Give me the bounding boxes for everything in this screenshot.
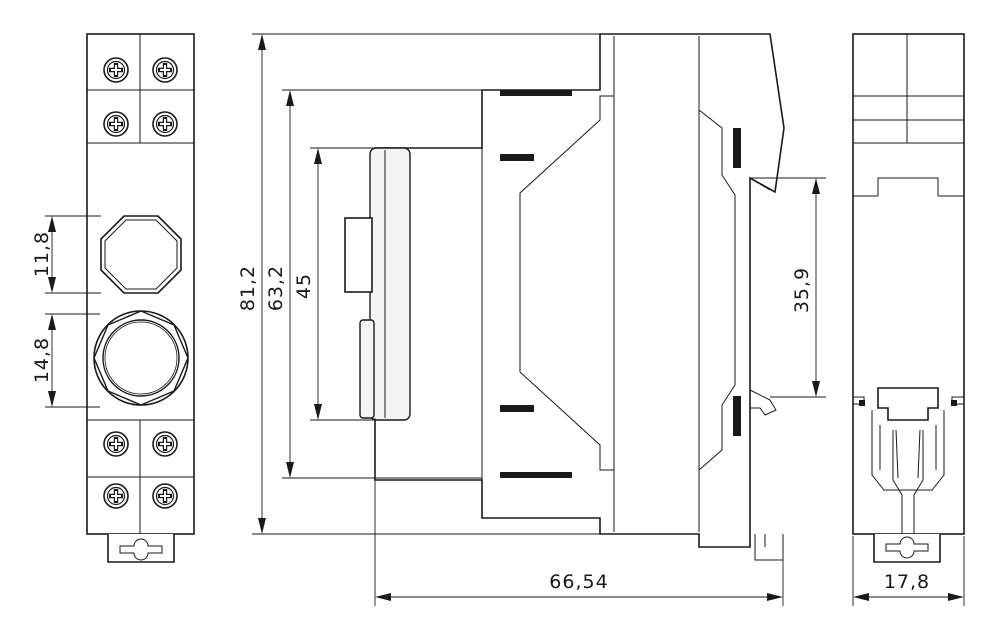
terminal-screw-icon [152, 57, 178, 83]
dim-lines-side [252, 33, 826, 606]
din-clip [107, 534, 175, 563]
dim-housing-height-label: 63,2 [265, 265, 287, 311]
front-button [359, 319, 375, 419]
dim-rail-height-label: 35,9 [791, 267, 813, 313]
terminal-screw-icon [103, 483, 129, 509]
dim-window-lower-label: 14,8 [31, 337, 53, 383]
terminal-screw-icon [103, 111, 129, 137]
upper-window [100, 215, 182, 294]
dim-front-height-label: 45 [293, 273, 315, 299]
side-view: 81,2 63,2 45 35,9 66,54 [237, 33, 826, 606]
terminal-screw-icon [152, 111, 178, 137]
rear-view: 17,8 [852, 33, 965, 606]
dim-total-depth-label: 66,54 [549, 571, 608, 593]
terminal-screw-icon [103, 57, 129, 83]
front-cover [369, 147, 411, 421]
dim-total-height-label: 81,2 [237, 265, 259, 311]
terminal-screw-icon [103, 431, 129, 457]
lower-window [93, 310, 189, 406]
din-latch [859, 387, 957, 534]
terminal-screw-icon [152, 483, 178, 509]
dim-window-upper-label: 11,8 [31, 231, 53, 277]
dim-width-label: 17,8 [884, 571, 930, 593]
side-profile [374, 33, 785, 548]
dim-lines-rear [852, 536, 965, 606]
front-view: 11,8 14,8 [31, 33, 195, 563]
rear-housing [852, 33, 965, 535]
front-knob [344, 217, 373, 293]
terminal-screw-icon [152, 431, 178, 457]
